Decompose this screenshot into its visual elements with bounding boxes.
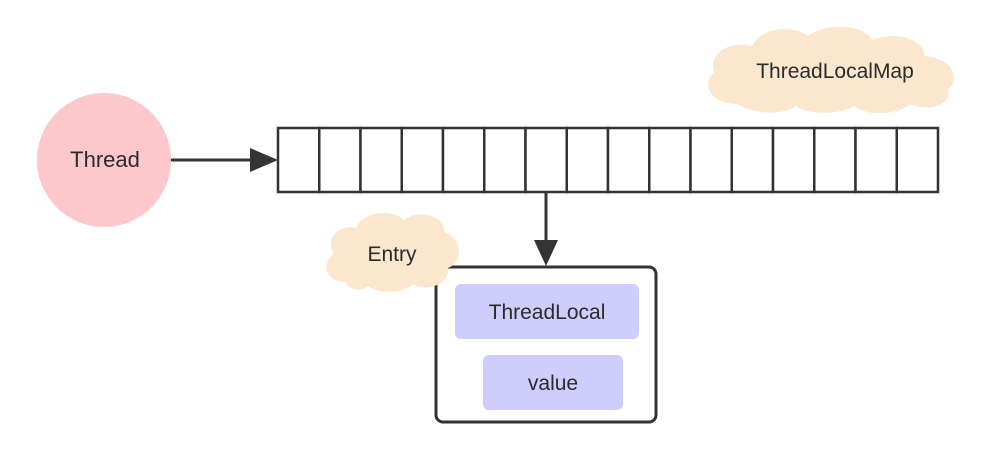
map-slot	[771, 126, 816, 194]
map-slot	[689, 126, 733, 194]
map-slot	[730, 126, 775, 194]
map-slot	[813, 126, 857, 194]
map-slot	[318, 126, 362, 194]
map-slot	[359, 126, 403, 194]
map-slot	[565, 126, 610, 194]
thread-to-map-arrow	[171, 148, 278, 172]
threadlocalmap-label: ThreadLocalMap	[756, 60, 914, 83]
map-slot	[400, 126, 445, 194]
map-slot	[524, 126, 568, 194]
map-slot	[648, 126, 692, 194]
slot-to-entry-arrow	[534, 193, 558, 266]
threadlocalmap-array	[276, 126, 940, 194]
map-slot	[483, 126, 527, 194]
value-field-label: value	[528, 372, 578, 395]
map-slot	[895, 126, 940, 194]
threadlocalmap-cloud: ThreadLocalMap	[708, 26, 954, 114]
thread-node: Thread	[37, 93, 171, 227]
threadlocal-field	[455, 284, 639, 339]
entry-label: Entry	[367, 243, 417, 266]
map-slot	[441, 126, 486, 194]
entry-box: ThreadLocal value	[434, 265, 658, 424]
threadlocal-field-label: ThreadLocal	[489, 301, 606, 324]
map-slot	[854, 126, 898, 194]
map-slot	[276, 126, 321, 194]
entry-cloud: Entry	[326, 213, 459, 292]
value-field	[483, 355, 623, 410]
thread-label: Thread	[70, 147, 140, 172]
map-slot	[606, 126, 651, 194]
thread-circle	[37, 93, 171, 227]
